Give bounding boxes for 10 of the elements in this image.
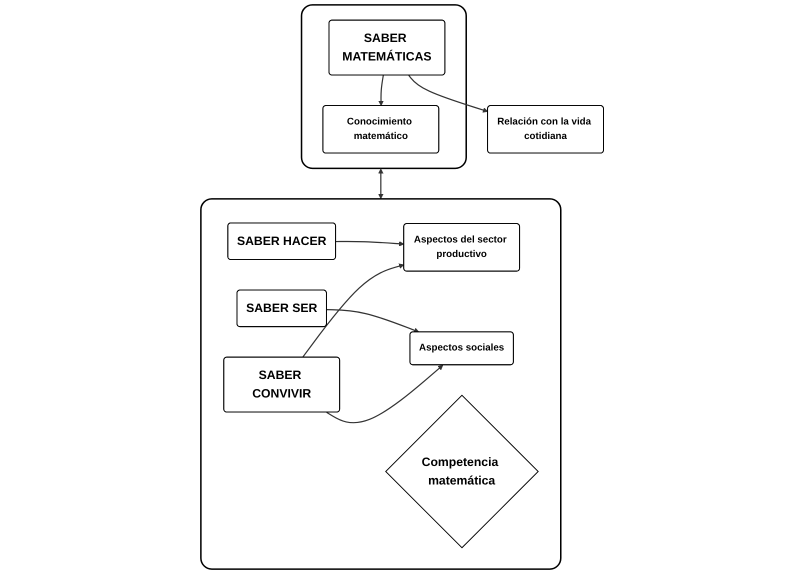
- arrow: [326, 364, 444, 424]
- arrow: [378, 75, 384, 106]
- cluster: [200, 198, 562, 570]
- arrow: [326, 309, 420, 333]
- arrow: [378, 168, 384, 200]
- arrow: [408, 74, 488, 113]
- node-diamond: Competencia matemática: [384, 394, 539, 548]
- arrow: [302, 264, 404, 358]
- arrow: [336, 240, 404, 246]
- cluster: [300, 4, 467, 170]
